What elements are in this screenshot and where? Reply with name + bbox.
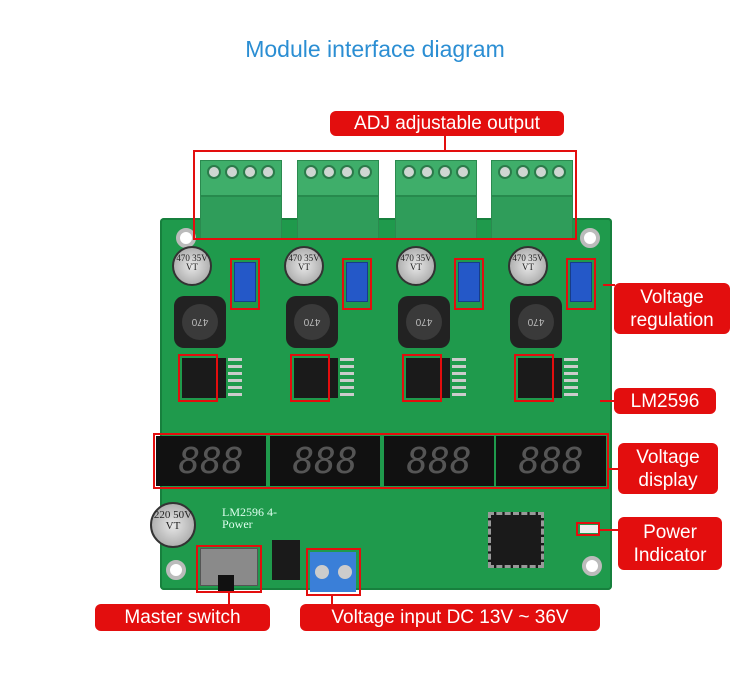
- regulator-chip: [272, 540, 300, 580]
- mounting-hole: [580, 228, 600, 248]
- label-master-switch: Master switch: [95, 604, 270, 631]
- output-terminal-block: [297, 160, 379, 240]
- lm2596-highlight: [402, 354, 442, 402]
- chip-pins: [452, 358, 466, 398]
- chip-pins: [564, 358, 578, 398]
- output-terminal-block: [491, 160, 573, 240]
- seven-segment-display: 888: [270, 436, 380, 486]
- lm2596-highlight: [290, 354, 330, 402]
- inductor-label: 470: [518, 304, 554, 340]
- label-voltage-input: Voltage input DC 13V ~ 36V: [300, 604, 600, 631]
- module-capacitor: 470 35V VT: [508, 246, 548, 286]
- regulation-highlight: [230, 258, 260, 310]
- adjustment-potentiometer[interactable]: [458, 262, 480, 302]
- adjustment-potentiometer[interactable]: [234, 262, 256, 302]
- connector-line: [600, 529, 618, 531]
- lm2596-highlight: [514, 354, 554, 402]
- lm2596-chip: [406, 358, 450, 398]
- seven-segment-display: 888: [156, 436, 266, 486]
- seven-segment-display: 888: [496, 436, 606, 486]
- microcontroller-chip: [488, 512, 544, 568]
- mounting-hole: [582, 556, 602, 576]
- power-led: [580, 525, 598, 533]
- chip-pins: [228, 358, 242, 398]
- regulation-highlight: [454, 258, 484, 310]
- label-voltage-display: Voltage display: [618, 443, 718, 494]
- switch-lever[interactable]: [218, 575, 234, 591]
- display-digits: 888: [178, 440, 244, 482]
- inductor: 470: [286, 296, 338, 348]
- regulation-highlight: [342, 258, 372, 310]
- seven-segment-display: 888: [384, 436, 494, 486]
- mounting-hole: [166, 560, 186, 580]
- label-adj-output: ADJ adjustable output: [330, 111, 564, 136]
- display-digits: 888: [406, 440, 472, 482]
- connector-line: [603, 284, 615, 286]
- regulation-highlight: [566, 258, 596, 310]
- output-terminal-block: [200, 160, 282, 240]
- label-voltage-regulation: Voltage regulation: [614, 283, 730, 334]
- inductor-label: 470: [406, 304, 442, 340]
- input-highlight: [306, 548, 361, 596]
- lm2596-chip: [518, 358, 562, 398]
- display-digits: 888: [518, 440, 584, 482]
- power-indicator-highlight: [576, 522, 600, 536]
- label-power-indicator: Power Indicator: [618, 517, 722, 570]
- connector-line: [228, 593, 230, 604]
- board-silkscreen: LM2596 4-Power: [222, 505, 277, 531]
- lm2596-chip: [182, 358, 226, 398]
- input-terminal-block: [310, 552, 356, 592]
- lm2596-chip: [294, 358, 338, 398]
- inductor: 470: [174, 296, 226, 348]
- adjustment-potentiometer[interactable]: [570, 262, 592, 302]
- inductor-label: 470: [182, 304, 218, 340]
- switch-highlight: [196, 545, 262, 593]
- module-capacitor: 470 35V VT: [172, 246, 212, 286]
- inductor-label: 470: [294, 304, 330, 340]
- adj-output-highlight: [193, 150, 577, 240]
- connector-line: [444, 136, 446, 150]
- connector-line: [600, 400, 615, 402]
- lm2596-highlight: [178, 354, 218, 402]
- module-capacitor: 470 35V VT: [284, 246, 324, 286]
- output-terminal-block: [395, 160, 477, 240]
- module-capacitor: 470 35V VT: [396, 246, 436, 286]
- connector-line: [331, 596, 333, 604]
- chip-pins: [340, 358, 354, 398]
- inductor: 470: [398, 296, 450, 348]
- connector-line: [609, 468, 619, 470]
- display-highlight: [153, 433, 609, 489]
- main-capacitor: 220 50V VT: [150, 502, 196, 548]
- label-lm2596: LM2596: [614, 388, 716, 414]
- diagram-title: Module interface diagram: [245, 36, 505, 62]
- display-digits: 888: [292, 440, 358, 482]
- adjustment-potentiometer[interactable]: [346, 262, 368, 302]
- inductor: 470: [510, 296, 562, 348]
